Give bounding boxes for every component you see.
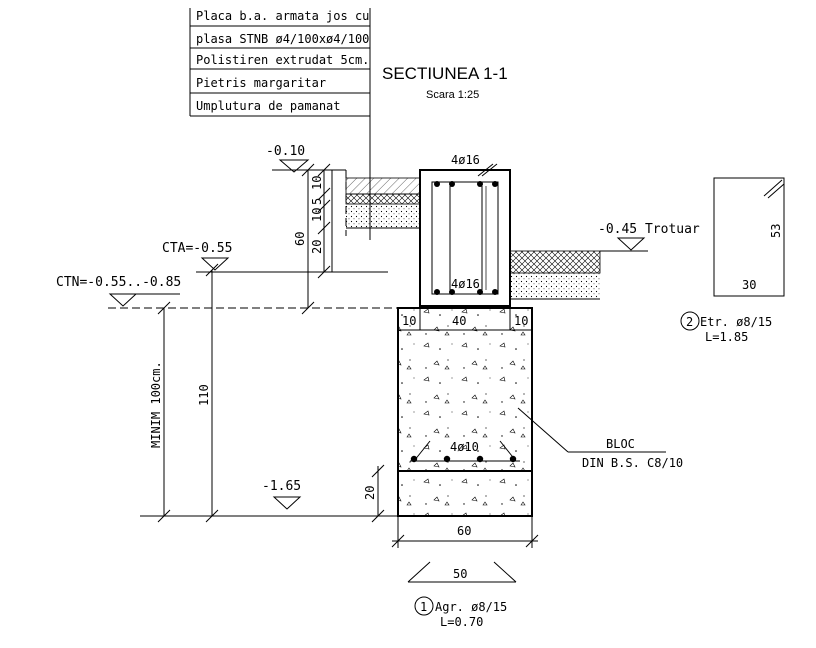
rebar-top-1: [434, 181, 440, 187]
stirrup-width: 30: [742, 278, 756, 292]
right-strata: [509, 250, 601, 300]
agrafa-detail: 50 1 Agr. ø8/15 L=0.70: [407, 561, 517, 629]
rebar-footing-label: 4ø10: [450, 440, 479, 454]
agrafa-text: Agr. ø8/15: [435, 600, 507, 614]
layer-label-5: Umplutura de pamanat: [196, 99, 341, 113]
agrafa-width: 50: [453, 567, 467, 581]
stirrup-number: 2: [686, 315, 693, 329]
rebar-footing-1: [410, 455, 418, 463]
layer-label-3: Polistiren extrudat 5cm.: [196, 53, 369, 67]
rebar-bottom-2: [449, 289, 455, 295]
rebar-bottom-4: [492, 289, 498, 295]
stirrup-height: 53: [769, 224, 783, 238]
dim-chain-minim: MINIM 100cm.: [149, 301, 171, 523]
dim-width-10-right: 10: [514, 314, 528, 328]
level-ctn: CTN=-0.55..-0.85: [56, 275, 181, 307]
dim-width-40: 40: [452, 314, 466, 328]
dim-chain-20-bottom: 20: [363, 464, 385, 523]
dim-110: 110: [197, 384, 211, 406]
level-top-fill-value: -0.10: [266, 144, 305, 159]
dim-10b: 10: [310, 208, 324, 222]
stirrup-text: Etr. ø8/15: [700, 315, 772, 329]
dim-5: 5: [310, 198, 324, 205]
bloc-label: BLOC DIN B.S. C8/10: [517, 407, 683, 470]
rebar-bottom-3: [477, 289, 483, 295]
section-scale: Scara 1:25: [426, 89, 479, 101]
dim-chain-60: 60: [293, 163, 315, 315]
layer-legend: Placa b.a. armata jos cu plasa STNB ø4/1…: [189, 8, 371, 240]
section-title: SECTIUNEA 1-1: [382, 64, 508, 83]
level-foundation-bottom-value: -1.65: [262, 479, 301, 494]
level-trotuar-value: -0.45 Trotuar: [598, 222, 700, 237]
level-trotuar: -0.45 Trotuar: [598, 222, 700, 251]
left-strata: [331, 170, 421, 272]
level-foundation-bottom: -1.65: [262, 479, 302, 510]
layer-label-4: Pietris margaritar: [196, 76, 326, 90]
bloc-label-line-2: DIN B.S. C8/10: [582, 456, 683, 470]
dim-20: 20: [310, 240, 324, 254]
agrafa-number: 1: [420, 600, 427, 614]
agrafa-length: L=0.70: [440, 615, 483, 629]
layer-label-2: plasa STNB ø4/100xø4/100: [196, 32, 369, 46]
rebar-bottom-1: [434, 289, 440, 295]
level-top-fill: -0.10: [266, 144, 310, 173]
rebar-top-3: [477, 181, 483, 187]
dim-width-60: 60: [391, 516, 539, 548]
dim-chain-110: 110: [197, 263, 219, 523]
rebar-footing-3: [476, 455, 484, 463]
dim-width-60-value: 60: [457, 524, 471, 538]
dim-20-bottom: 20: [363, 486, 377, 500]
dim-minim: MINIM 100cm.: [149, 361, 163, 448]
rebar-top-4: [492, 181, 498, 187]
dim-10: 10: [310, 176, 324, 190]
rebar-top-2: [449, 181, 455, 187]
foundation-beam: 4ø16 4ø16: [419, 153, 511, 307]
dim-chain-strata: 10 5 10 20: [310, 163, 331, 279]
level-cta: CTA=-0.55: [162, 241, 232, 271]
rebar-footing-2: [443, 455, 451, 463]
dim-width-10-left: 10: [402, 314, 416, 328]
rebar-footing-4: [509, 455, 517, 463]
level-cta-value: CTA=-0.55: [162, 241, 232, 256]
stirrup-detail: 53 30 2 Etr. ø8/15 L=1.85: [680, 177, 785, 344]
level-ctn-value: CTN=-0.55..-0.85: [56, 275, 181, 290]
bloc-label-line-1: BLOC: [606, 437, 635, 451]
stirrup-length: L=1.85: [705, 330, 748, 344]
footing-block: 4ø10 10 40 10: [397, 307, 533, 517]
rebar-bottom-label: 4ø16: [451, 277, 480, 291]
layer-label-1: Placa b.a. armata jos cu: [196, 9, 369, 23]
dim-60-vertical: 60: [293, 232, 307, 246]
rebar-top-label: 4ø16: [451, 153, 480, 167]
